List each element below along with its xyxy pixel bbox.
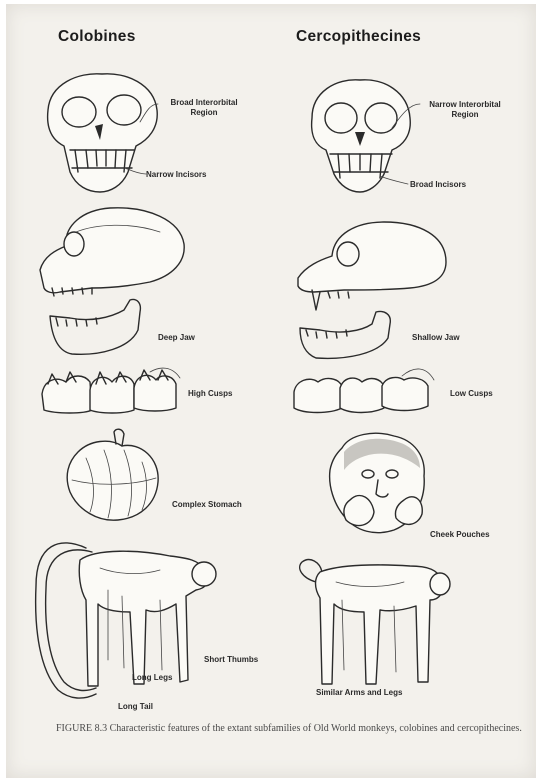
figure-caption: FIGURE 8.3 Characteristic features of th… <box>56 722 526 735</box>
heading-colobines: Colobines <box>58 28 136 46</box>
heading-cercopithecines: Cercopithecines <box>296 28 421 46</box>
colobine-body <box>36 543 216 698</box>
label-long-legs: Long Legs <box>132 673 172 683</box>
colobine-skull-front <box>48 74 158 192</box>
label-similar-arms-legs: Similar Arms and Legs <box>316 688 402 698</box>
cheek-pouch-monkey-head <box>330 433 425 532</box>
cercopithecine-skull-front <box>312 80 420 192</box>
label-broad-interorbital: Broad Interorbital Region <box>154 98 254 118</box>
cercopithecine-body <box>300 560 450 684</box>
label-narrow-incisors: Narrow Incisors <box>146 170 206 180</box>
label-shallow-jaw: Shallow Jaw <box>412 333 460 343</box>
cercopithecine-molars <box>294 369 434 413</box>
complex-stomach <box>67 429 158 520</box>
label-low-cusps: Low Cusps <box>450 389 493 399</box>
colobine-molars <box>42 368 180 413</box>
label-cheek-pouches: Cheek Pouches <box>430 530 490 540</box>
label-long-tail: Long Tail <box>118 702 153 712</box>
label-complex-stomach: Complex Stomach <box>172 500 242 510</box>
label-short-thumbs: Short Thumbs <box>204 655 258 665</box>
label-broad-incisors: Broad Incisors <box>410 180 466 190</box>
label-high-cusps: High Cusps <box>188 389 232 399</box>
label-narrow-interorbital: Narrow Interorbital Region <box>410 100 520 120</box>
label-deep-jaw: Deep Jaw <box>158 333 195 343</box>
